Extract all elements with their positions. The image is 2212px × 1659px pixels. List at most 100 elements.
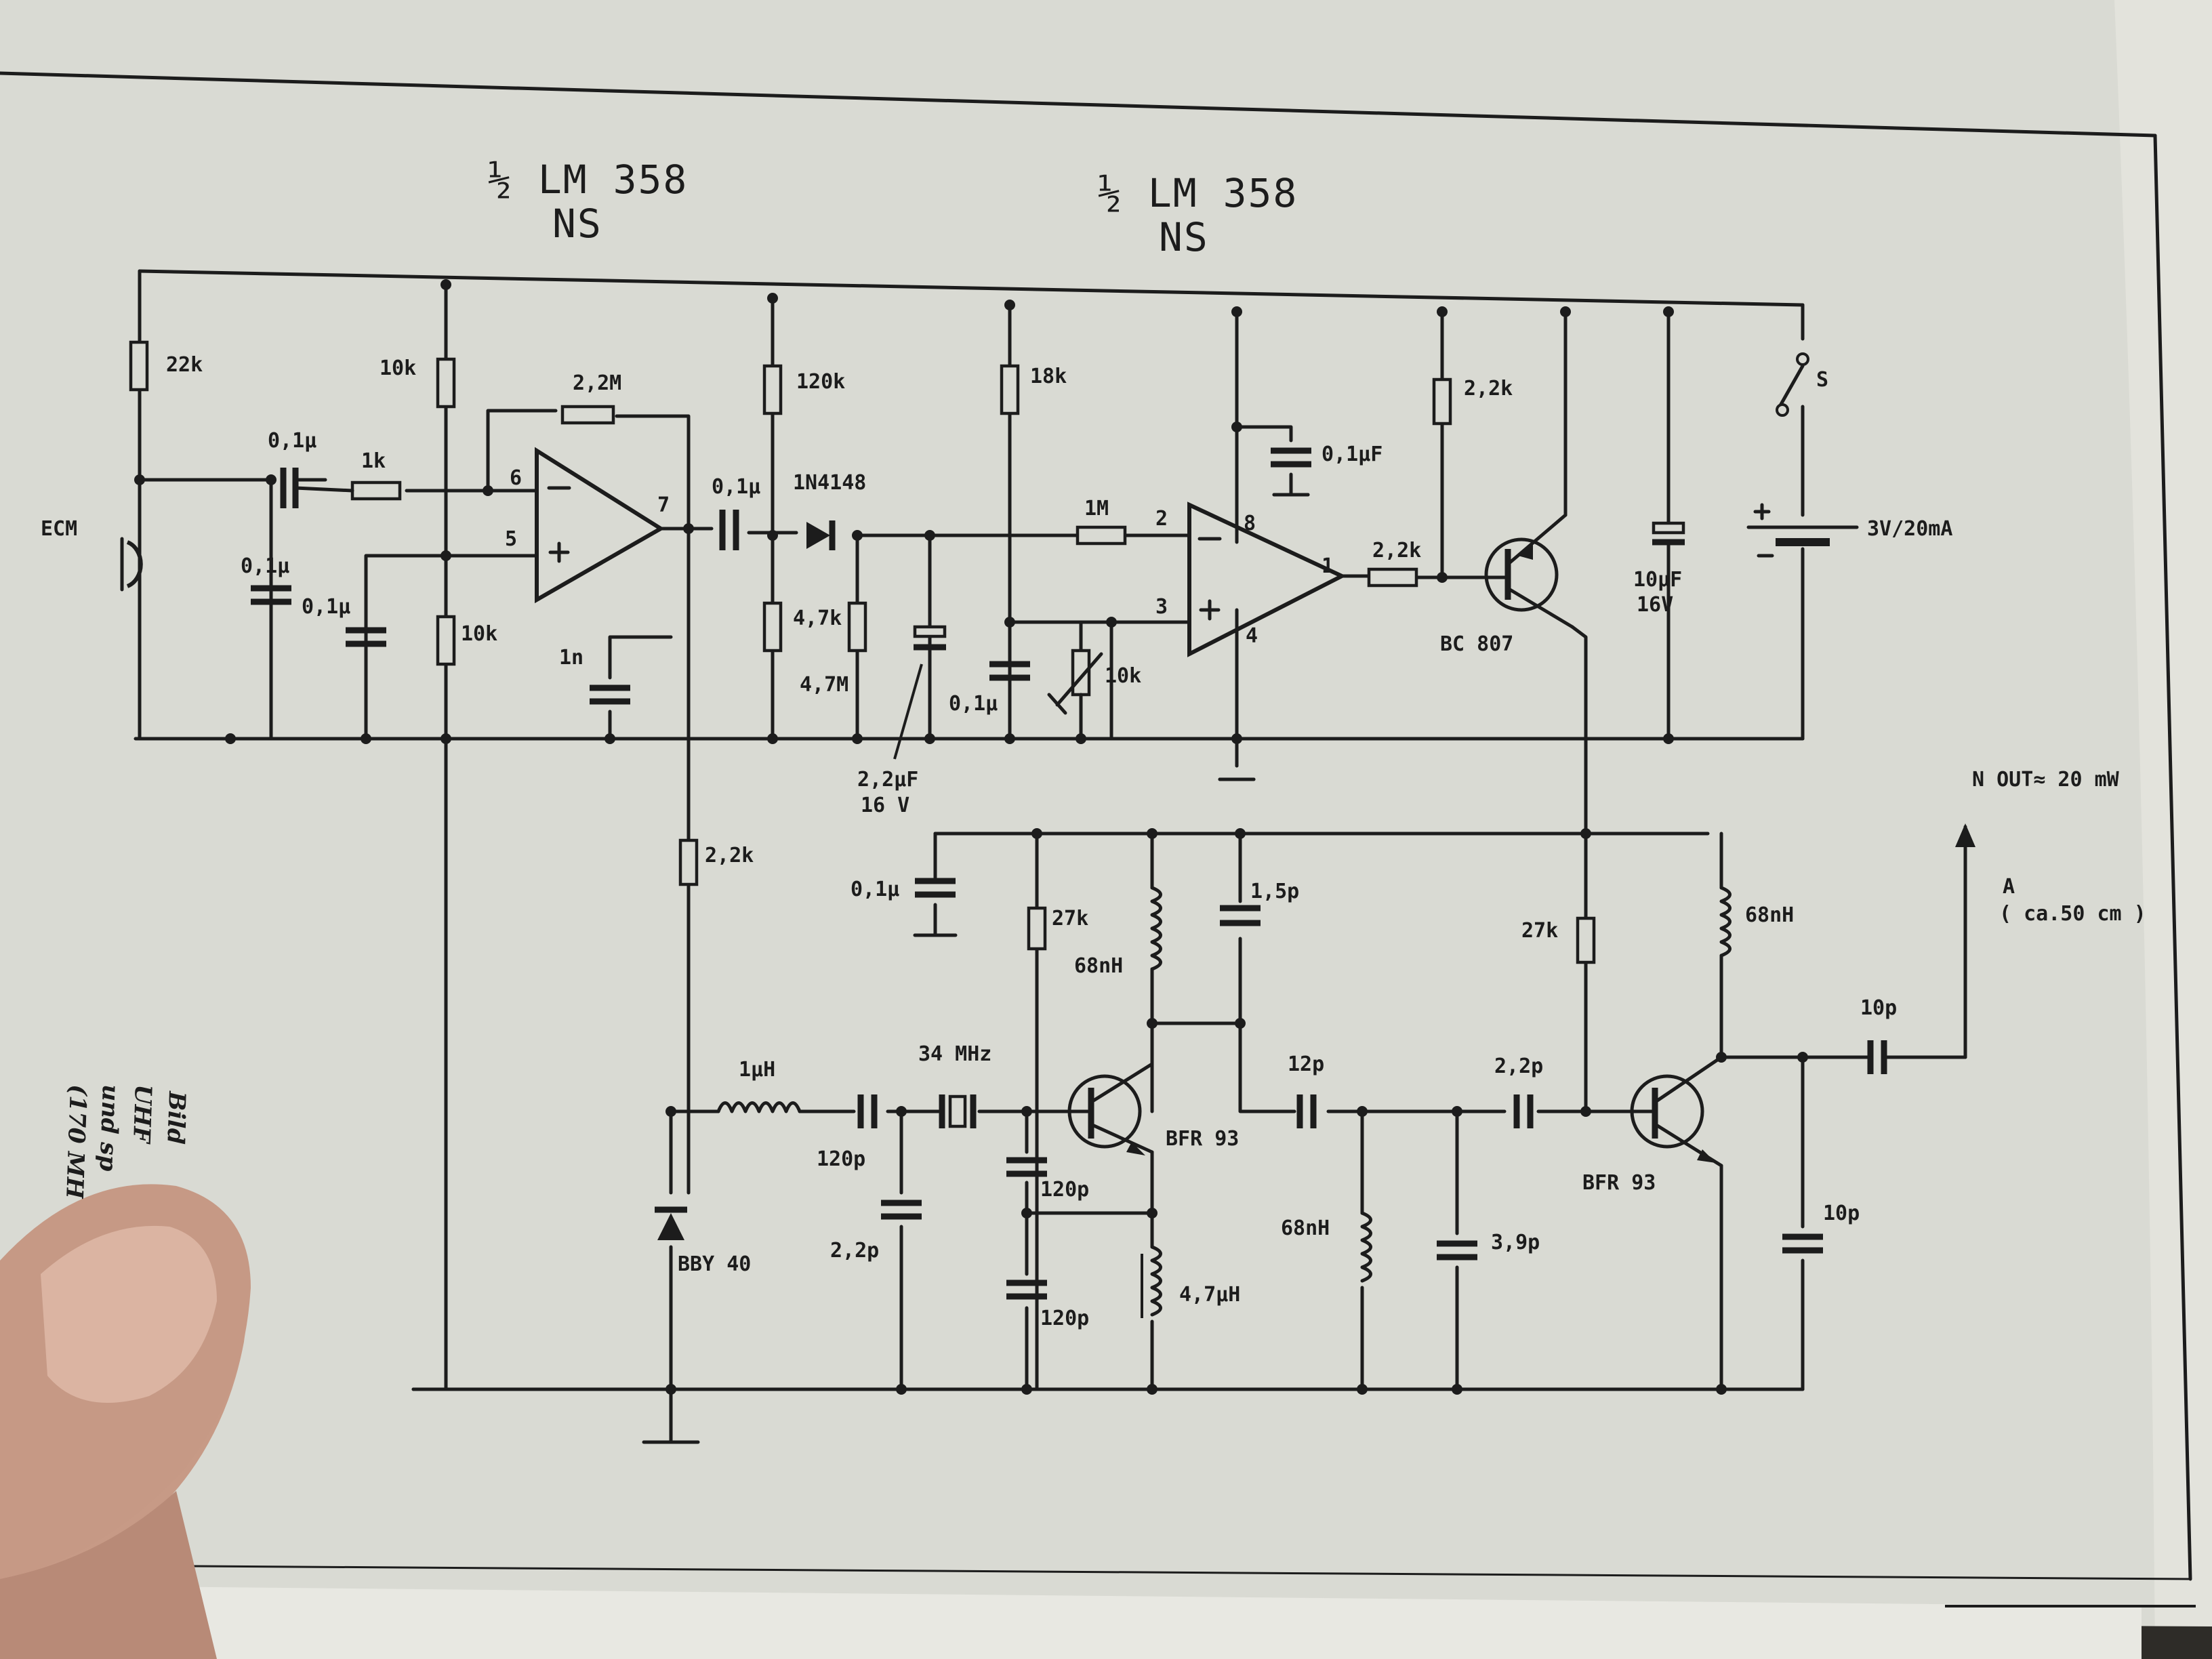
- capacitor-0u1-vertical-1: [251, 478, 291, 741]
- label-c01-output: 0,1µ: [712, 475, 760, 499]
- label-r27k-b: 27k: [1521, 919, 1558, 943]
- capacitor-2u2-electrolytic: [893, 625, 947, 760]
- label-r120k: 120k: [796, 370, 845, 394]
- label-pin8: 8: [1244, 512, 1256, 535]
- label-l68n-a: 68nH: [1074, 954, 1123, 978]
- label-c120p-lower: 120p: [1040, 1307, 1089, 1330]
- diode-1N4148: [806, 520, 836, 550]
- inductor-1uH: [716, 1101, 802, 1113]
- label-r2k2-rf: 2,2k: [705, 844, 754, 867]
- resistor-4M7: [847, 601, 867, 653]
- label-c2p2-series: 2,2p: [1494, 1054, 1543, 1078]
- resistor-2k2-base: [1432, 377, 1452, 426]
- inductor-68nH-c: [1360, 1211, 1372, 1283]
- switch-S: [1776, 352, 1809, 417]
- opamp1-title: ½ LM 358: [488, 157, 688, 203]
- label-BBY40: BBY 40: [678, 1252, 751, 1276]
- label-BFR93-b: BFR 93: [1582, 1171, 1656, 1195]
- label-c10uF-voltage: 16V: [1637, 593, 1673, 617]
- label-r2M2: 2,2M: [573, 371, 621, 395]
- label-r18k: 18k: [1030, 365, 1067, 388]
- label-c2u2-voltage: 16 V: [861, 794, 909, 817]
- label-c10p-output: 10p: [1860, 996, 1897, 1020]
- resistor-1k: [350, 480, 402, 501]
- label-pin1: 1: [1322, 554, 1334, 578]
- label-pin5: 5: [505, 527, 517, 551]
- opamp-2: [1187, 501, 1347, 657]
- crystal-34MHz: [939, 1094, 977, 1128]
- label-battery: 3V/20mA: [1867, 517, 1952, 541]
- antenna: [1955, 823, 1975, 1059]
- label-c2u2: 2,2µF: [857, 768, 918, 792]
- resistor-4k7: [762, 601, 783, 653]
- label-BC807: BC 807: [1440, 632, 1513, 656]
- label-c01-v1: 0,1µ: [241, 554, 289, 578]
- capacitor-1p5: [1220, 905, 1261, 926]
- capacitor-0u1-mid: [989, 661, 1030, 681]
- label-c1p5: 1,5p: [1250, 880, 1299, 903]
- caption-fragment-2: UHF: [127, 1084, 157, 1145]
- label-antenna: A: [2003, 875, 2015, 899]
- label-switch: S: [1816, 368, 1828, 392]
- label-r10k-bottom: 10k: [461, 622, 497, 646]
- label-c3p9: 3,9p: [1491, 1231, 1540, 1254]
- resistor-27k-b: [1576, 916, 1596, 964]
- varactor-BBY40: [655, 1206, 687, 1240]
- frame-right: [2153, 134, 2192, 1581]
- opamp2-title: ½ LM 358: [1098, 170, 1298, 216]
- capacitor-10p-output: [1801, 1040, 1887, 1074]
- label-r22k: 22k: [166, 353, 203, 377]
- resistor-1M: [1076, 525, 1127, 546]
- label-c01-v2: 0,1µ: [302, 595, 350, 619]
- caption-fragment-3: und sp: [94, 1084, 124, 1172]
- capacitor-0u1-rf: [913, 878, 958, 937]
- label-l68n-c: 68nH: [1281, 1216, 1330, 1240]
- label-c01-input: 0,1µ: [268, 429, 316, 453]
- capacitor-0u1F-supply: [1271, 447, 1311, 468]
- capacitor-12p: [1296, 1094, 1317, 1128]
- capacitor-3p9: [1437, 1240, 1477, 1261]
- inductor-4u7H: [1141, 1245, 1162, 1318]
- label-c120p-upper: 120p: [1040, 1178, 1089, 1202]
- label-r2k2-out: 2,2k: [1372, 539, 1421, 562]
- capacitor-120p-lower: [1006, 1279, 1047, 1300]
- label-r4k7: 4,7k: [793, 607, 842, 630]
- capacitor-0u1-vertical-2: [346, 627, 386, 647]
- capacitor-0u1-output: [719, 510, 739, 550]
- potentiometer-10k: [1047, 620, 1103, 741]
- label-antenna-length: ( ca.50 cm ): [1999, 902, 2146, 926]
- finger-overlay: [0, 1184, 251, 1659]
- resistor-2k2-rf: [678, 838, 699, 886]
- microphone-ECM: [120, 537, 143, 592]
- label-c2p2-shunt: 2,2p: [830, 1239, 879, 1263]
- label-BFR93-a: BFR 93: [1166, 1127, 1239, 1151]
- opamp2-subtitle: NS: [1159, 214, 1209, 260]
- capacitor-120p-upper: [1006, 1157, 1047, 1177]
- label-ecm: ECM: [41, 517, 77, 541]
- label-l68n-b: 68nH: [1745, 903, 1794, 927]
- resistor-18k: [1000, 364, 1020, 415]
- label-nout: N OUT≈ 20 mW: [1972, 768, 2120, 792]
- capacitor-2p2-series: [1513, 1094, 1534, 1128]
- battery: [1746, 503, 1859, 558]
- capacitor-10uF: [1652, 521, 1685, 546]
- resistor-27k-a: [1027, 906, 1047, 951]
- capacitor-0u1-input: [280, 468, 354, 508]
- label-r2k2-base: 2,2k: [1464, 377, 1513, 401]
- label-c01-rf: 0,1µ: [851, 878, 899, 901]
- resistor-10k-bottom: [436, 615, 456, 666]
- label-pin7: 7: [657, 493, 670, 517]
- label-l4u7H: 4,7µH: [1179, 1283, 1240, 1307]
- label-r4M7: 4,7M: [800, 673, 848, 697]
- caption-fragment-4: (170 MH: [60, 1084, 91, 1201]
- opamp1-subtitle: NS: [552, 201, 602, 247]
- label-pin3: 3: [1155, 595, 1168, 619]
- transistor-BC807: [1475, 513, 1574, 629]
- resistor-10k-top: [436, 357, 456, 409]
- label-pin4: 4: [1246, 624, 1258, 648]
- resistor-2M2: [560, 405, 615, 425]
- resistor-120k: [762, 364, 783, 415]
- capacitor-1n: [590, 684, 630, 705]
